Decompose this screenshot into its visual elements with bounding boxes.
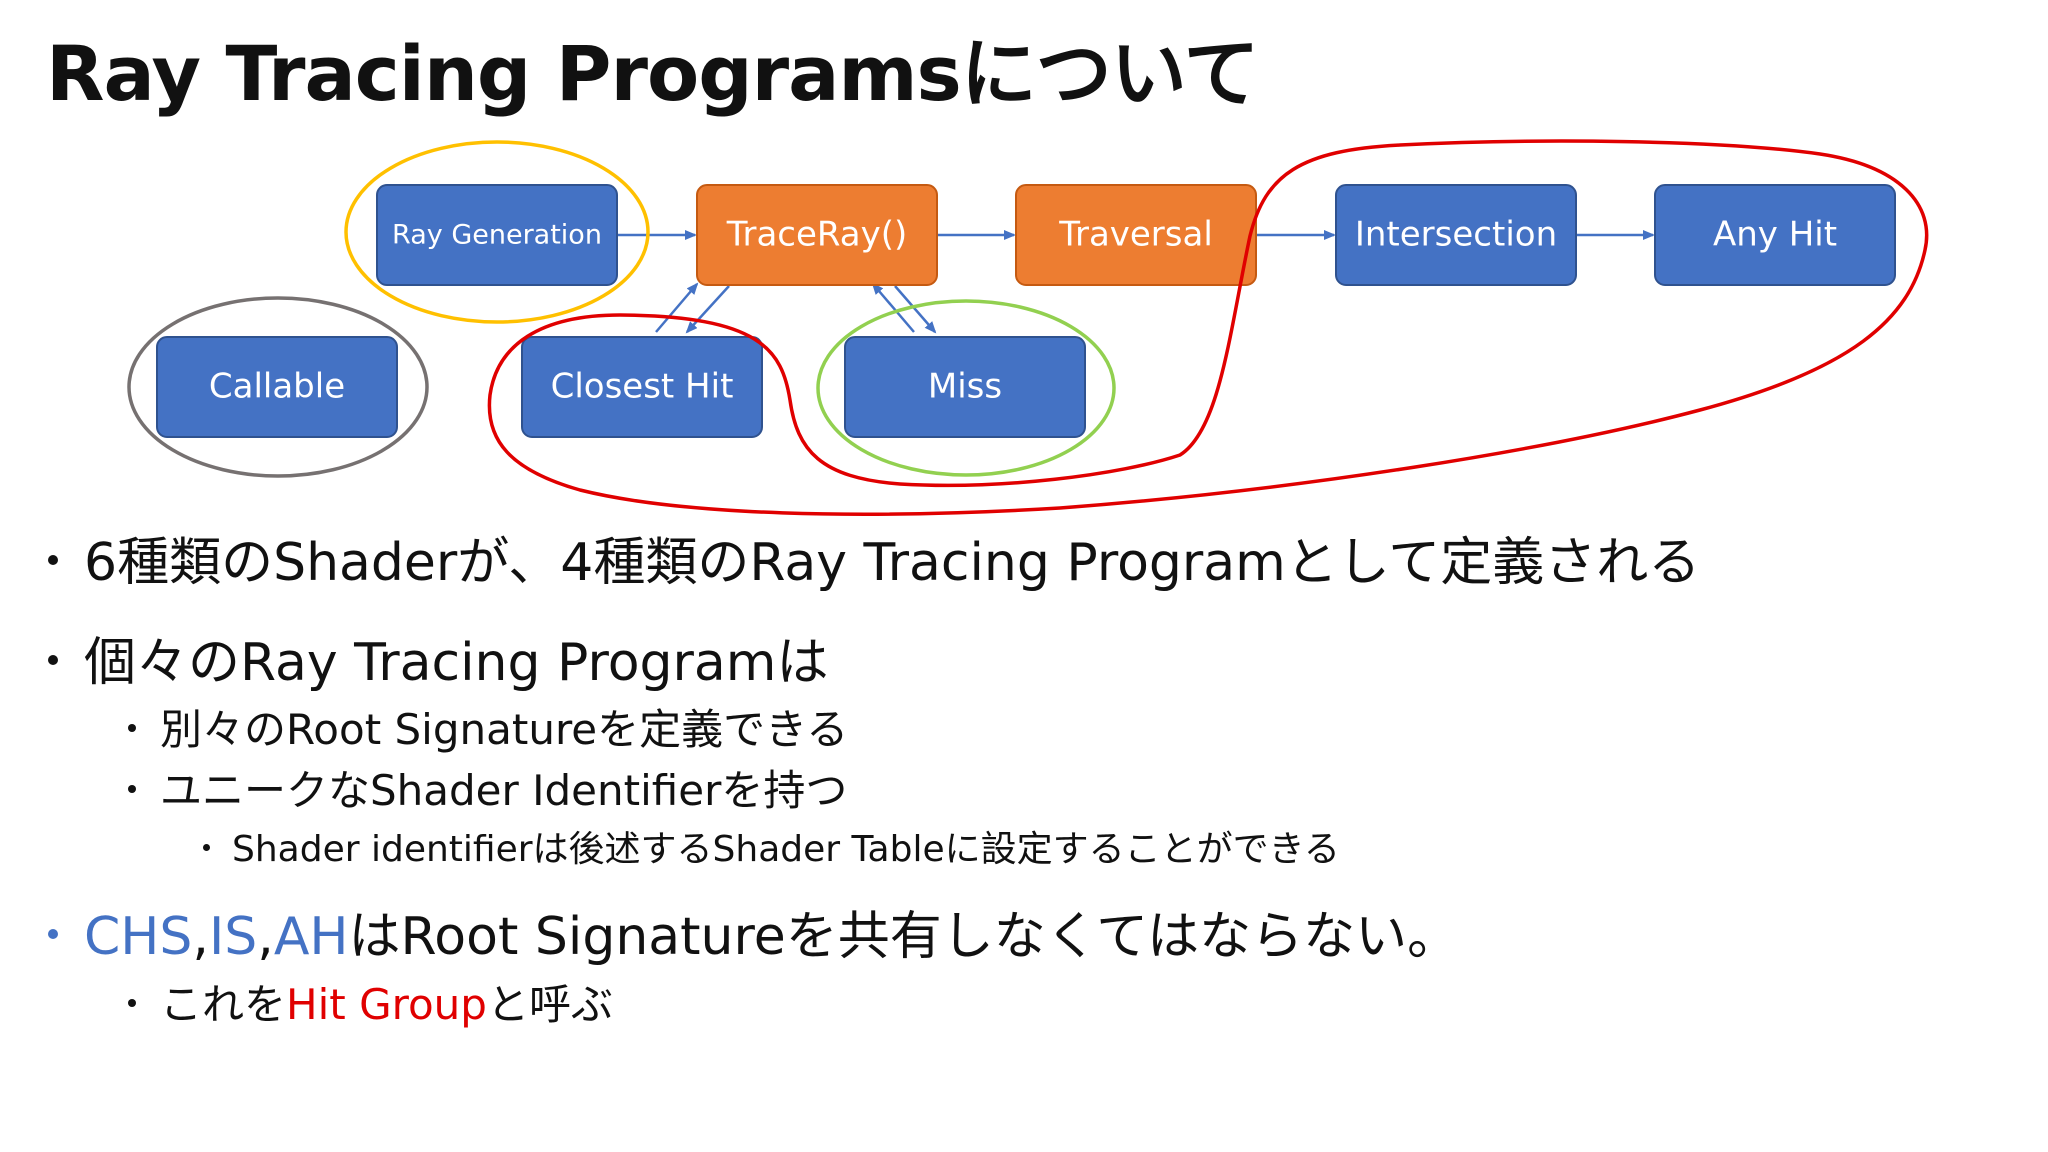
node-ray-generation: Ray Generation: [376, 184, 618, 286]
arrow-closesthit-to-traceray: [655, 282, 699, 333]
bullet-3-is: IS: [208, 907, 258, 967]
callable-group-outline: [127, 296, 429, 478]
bullet-dot: [48, 929, 58, 939]
bullet-item-3: CHS,IS,AHはRoot Signatureを共有しなくてはならない。: [48, 906, 1459, 968]
miss-group-outline: [816, 299, 1116, 477]
bullet-3-1-hit-group: Hit Group: [286, 980, 487, 1029]
sub-sub-bullet-dot: [203, 843, 210, 851]
bullet-3-chs: CHS: [84, 907, 193, 967]
node-callable-label: Callable: [209, 367, 345, 407]
node-intersection: Intersection: [1335, 184, 1577, 286]
bullet-item-2-2-1: Shader identifierは後述するShader Tableに設定するこ…: [203, 828, 1340, 871]
bullet-item-1: 6種類のShaderが、4種類のRay Tracing Programとして定義…: [48, 532, 1700, 594]
sub-bullet-dot: [128, 998, 136, 1007]
hit-group-outline: [487, 139, 1929, 516]
bullet-3-comma-2: ,: [257, 907, 274, 967]
slide-title: Ray Tracing Programsについて: [46, 29, 1260, 118]
bullet-item-2-1: 別々のRoot Signatureを定義できる: [128, 705, 848, 755]
bullet-1-text: 6種類のShaderが、4種類のRay Tracing Programとして定義…: [84, 533, 1701, 593]
node-intersection-label: Intersection: [1355, 215, 1557, 255]
bullet-2-2-text: ユニークなShader Identifierを持つ: [160, 766, 848, 815]
bullet-3-1-post: と呼ぶ: [486, 980, 613, 1029]
ray-generation-group-outline: [344, 140, 650, 324]
sub-bullet-dot: [128, 723, 136, 732]
node-miss: Miss: [844, 336, 1086, 438]
ray-tracing-pipeline-diagram: Ray Generation TraceRay() Traversal Inte…: [127, 139, 1929, 516]
node-traceray: TraceRay(): [696, 184, 938, 286]
sub-bullet-dot: [128, 784, 136, 793]
arrow-traceray-to-closesthit: [685, 285, 730, 334]
node-any-hit-label: Any Hit: [1713, 215, 1837, 255]
bullet-2-1-text: 別々のRoot Signatureを定義できる: [160, 705, 849, 754]
bullet-item-2-2: ユニークなShader Identifierを持つ: [128, 766, 847, 816]
bullet-dot: [48, 555, 58, 565]
node-traversal-label: Traversal: [1058, 215, 1213, 255]
node-traceray-label: TraceRay(): [726, 215, 908, 255]
bullet-3-1-pre: これを: [160, 980, 287, 1029]
node-ray-generation-label: Ray Generation: [392, 220, 602, 251]
bullet-item-3-1: これをHit Groupと呼ぶ: [128, 980, 613, 1030]
bullet-3-ah: AH: [273, 907, 349, 967]
bullet-2-2-1-text: Shader identifierは後述するShader Tableに設定するこ…: [232, 829, 1340, 870]
arrow-miss-to-traceray: [871, 282, 915, 333]
node-miss-label: Miss: [928, 367, 1002, 407]
bullet-3-comma-1: ,: [192, 907, 209, 967]
bullet-2-text: 個々のRay Tracing Programは: [84, 633, 829, 693]
node-closest-hit: Closest Hit: [521, 336, 763, 438]
arrow-traceray-to-miss: [894, 285, 937, 334]
bullet-item-2: 個々のRay Tracing Programは: [48, 632, 828, 694]
node-traversal: Traversal: [1015, 184, 1257, 286]
bullet-3-rest: はRoot Signatureを共有しなくてはならない。: [348, 907, 1460, 967]
node-callable: Callable: [156, 336, 398, 438]
node-any-hit: Any Hit: [1654, 184, 1896, 286]
node-closest-hit-label: Closest Hit: [551, 367, 734, 407]
bullet-dot: [48, 655, 58, 665]
